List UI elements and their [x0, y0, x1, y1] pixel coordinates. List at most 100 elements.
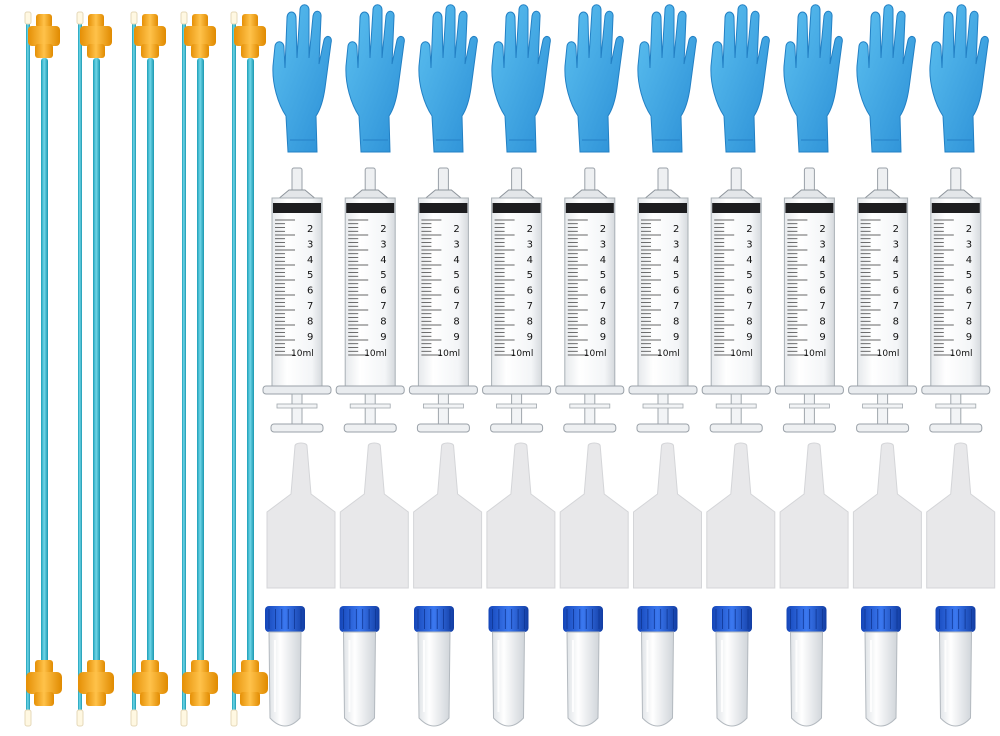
syringe-stopper — [346, 203, 395, 213]
syringe-scale-number: 6 — [966, 286, 972, 297]
syringe-volume-label: 10ml — [877, 349, 900, 359]
sample-tube — [339, 606, 380, 727]
catheter-bottom-tip — [76, 709, 84, 727]
syringe-scale-number: 2 — [307, 224, 313, 235]
spatula — [339, 442, 409, 589]
syringe-scale-number: 4 — [746, 255, 752, 266]
syringe-scale-number: 2 — [673, 224, 679, 235]
syringe-scale-number: 9 — [307, 332, 313, 343]
syringe-plunger-rod — [511, 393, 523, 425]
glove — [856, 4, 916, 153]
spatula — [559, 442, 629, 589]
syringe-scale-number: 7 — [527, 301, 533, 312]
syringe-scale-number: 4 — [600, 255, 606, 266]
tube-cap — [339, 606, 380, 632]
tube-body — [417, 631, 451, 727]
syringe-nozzle — [437, 167, 449, 193]
spatula-shape — [779, 442, 849, 589]
syringe-flange — [482, 385, 552, 395]
syringe-scale-number: 2 — [966, 224, 972, 235]
spatula-shape — [926, 442, 996, 589]
syringe-scale-number: 8 — [893, 316, 899, 327]
syringe-plunger-rib — [569, 403, 611, 409]
catheter-side-tip — [24, 11, 32, 25]
syringe-scale-number: 5 — [307, 270, 313, 281]
syringe-barrel — [564, 197, 616, 389]
syringe-plunger-thumb — [343, 423, 397, 433]
syringe-stopper — [858, 203, 907, 213]
glove — [272, 4, 332, 153]
syringe-scale-number: 9 — [819, 332, 825, 343]
syringe-scale-number: 8 — [307, 316, 313, 327]
syringe-scale-number: 9 — [673, 332, 679, 343]
catheter-hub-bottom-base — [240, 692, 260, 706]
spatula-shape — [413, 442, 483, 589]
syringe-barrel — [783, 197, 835, 389]
syringe-plunger-rod — [364, 393, 376, 425]
catheter-hub-neck — [241, 44, 259, 58]
syringe-plunger-rib — [349, 403, 391, 409]
syringe-flange — [701, 385, 771, 395]
syringe-flange — [555, 385, 625, 395]
catheter — [180, 11, 218, 727]
syringe-plunger-rib — [789, 403, 830, 409]
syringe-barrel — [491, 197, 543, 389]
syringe-scale-number: 6 — [307, 286, 313, 297]
syringe-flange — [262, 385, 332, 395]
catheter-tube — [247, 58, 254, 668]
glove-shape — [856, 4, 916, 153]
glove-shape — [491, 4, 551, 153]
syringe-stopper — [712, 203, 761, 213]
catheter-side-tube — [232, 20, 236, 725]
syringe-scale-number: 3 — [673, 239, 679, 250]
syringe-scale-number: 9 — [746, 332, 752, 343]
syringe-nozzle — [877, 167, 889, 193]
tube-group — [265, 606, 976, 727]
catheter-tube — [41, 58, 48, 668]
syringe-scale-number: 5 — [819, 270, 825, 281]
syringe-scale-number: 8 — [527, 316, 533, 327]
syringe-scale-number: 3 — [600, 239, 606, 250]
catheter-bottom-tip — [130, 709, 138, 727]
syringe-scale-number: 4 — [453, 255, 459, 266]
syringe-scale-number: 4 — [966, 255, 972, 266]
catheter-hub-bottom-neck — [191, 660, 209, 674]
catheter-side-tip — [180, 11, 188, 25]
tube-cap — [488, 606, 529, 632]
syringe-nozzle — [657, 167, 669, 193]
syringe-scale-number: 4 — [527, 255, 533, 266]
syringe-barrel — [857, 197, 909, 389]
tube-body — [864, 631, 898, 727]
spatula — [706, 442, 776, 589]
syringe-plunger-thumb — [490, 423, 544, 433]
syringe-scale-number: 3 — [527, 239, 533, 250]
syringe-scale-number: 6 — [893, 286, 899, 297]
sample-tube — [488, 606, 529, 727]
glove — [491, 4, 551, 153]
syringe-scale-number: 5 — [453, 270, 459, 281]
syringe-flange — [335, 385, 405, 395]
spatula-shape — [633, 442, 702, 589]
syringe-scale-number: 8 — [600, 316, 606, 327]
spatula-shape — [266, 442, 336, 589]
spatula-shape — [706, 442, 776, 589]
catheter — [76, 11, 114, 727]
syringe-scale-number: 3 — [746, 239, 752, 250]
catheter-hub-bottom-base — [34, 692, 54, 706]
glove — [564, 4, 624, 153]
spatula — [852, 442, 922, 589]
sample-tube — [861, 606, 901, 727]
syringe-plunger-thumb — [563, 423, 617, 433]
syringe-stopper — [785, 203, 834, 213]
glove-shape — [710, 4, 770, 153]
syringe-scale-number: 5 — [600, 270, 606, 281]
syringe-scale-number: 3 — [307, 239, 313, 250]
syringe-plunger-rib — [276, 403, 318, 409]
sample-tube — [712, 606, 752, 727]
glove-group — [272, 4, 989, 153]
spatula — [413, 442, 483, 589]
